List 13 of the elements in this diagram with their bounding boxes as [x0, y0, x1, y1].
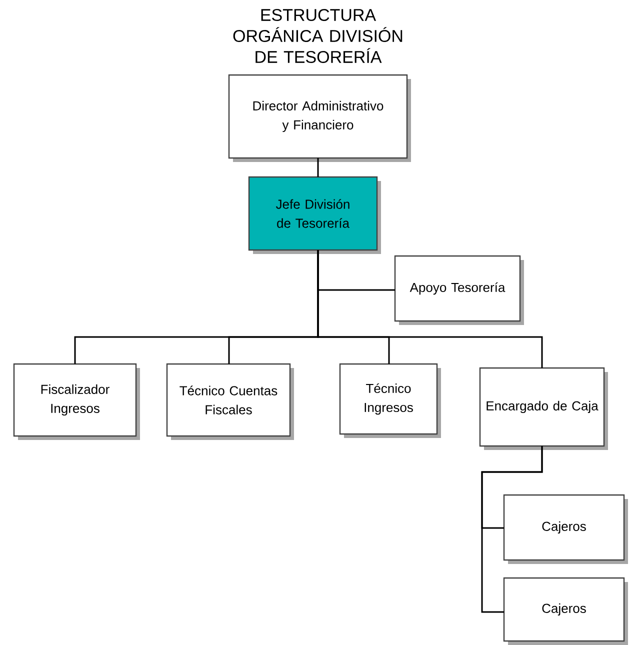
- org-box: Encargado de Caja: [479, 367, 608, 450]
- connector-line: [317, 250, 543, 368]
- org-box: Fiscalizador Ingresos: [13, 363, 140, 440]
- title: ESTRUCTURA ORGÁNICA DIVISIÓN DE TESORERÍA: [233, 8, 402, 64]
- org-box: Técnico Ingresos: [339, 363, 441, 438]
- connector-line: [317, 158, 319, 177]
- org-box: Cajeros: [503, 494, 628, 564]
- connector-line: [481, 446, 543, 613]
- org-box: Apoyo Tesorería: [394, 255, 524, 325]
- org-box: Cajeros: [503, 577, 628, 645]
- org-box: Director Administrativo y Financiero: [228, 74, 411, 162]
- org-box: Jefe División de Tesorería: [248, 176, 381, 254]
- org-box: Técnico Cuentas Fiscales: [166, 363, 294, 440]
